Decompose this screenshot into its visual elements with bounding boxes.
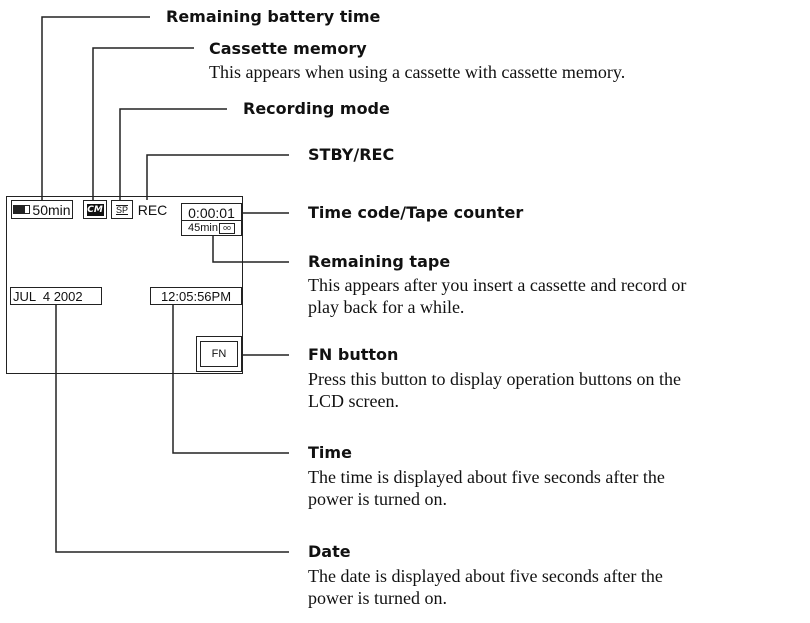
battery-value: 50min [32,201,71,218]
recording-mode-leader [119,108,227,206]
cassette-memory-indicator: CM [83,200,107,219]
recording-mode-title: Recording mode [243,99,390,118]
fn-button-face: FN [200,341,238,367]
fn-button[interactable]: FN [196,336,242,372]
battery-icon [13,205,31,214]
date-indicator: JUL 4 2002 [10,287,102,305]
date-value: JUL 4 2002 [13,288,83,304]
time-desc-2: power is turned on. [308,489,447,509]
cassette-memory-leader [92,47,194,206]
time-code-title: Time code/Tape counter [308,203,524,222]
time-value: 12:05:56PM [160,288,232,304]
remaining-tape-desc-1: This appears after you insert a cassette… [308,275,687,295]
remaining-tape-desc-2: play back for a while. [308,297,465,317]
remaining-tape-title: Remaining tape [308,252,451,271]
remaining-tape-leader [212,236,289,263]
fn-button-title: FN button [308,345,399,364]
cassette-memory-desc: This appears when using a cassette with … [209,62,626,82]
stby-rec-value: REC [137,201,168,218]
date-desc-2: power is turned on. [308,588,447,608]
time-title: Time [308,443,352,462]
recording-mode-value: SP [115,204,128,215]
battery-title: Remaining battery time [166,7,381,26]
fn-button-desc-2: LCD screen. [308,391,399,411]
battery-leader [41,16,150,206]
cassette-memory-icon: CM [86,203,104,216]
timecode-value: 0:00:01 [188,204,235,221]
cassette-memory-title: Cassette memory [209,39,367,58]
time-desc-1: The time is displayed about five seconds… [308,467,665,487]
remaining-tape-value: 45min [188,222,218,234]
date-desc-1: The date is displayed about five seconds… [308,566,663,586]
stby-rec-indicator: REC [134,200,171,219]
remaining-tape-indicator: 45min oo [181,220,242,236]
cassette-tape-icon: oo [218,222,235,234]
date-title: Date [308,542,351,561]
stby-rec-title: STBY/REC [308,145,395,164]
fn-label: FN [211,348,227,360]
recording-mode-indicator: SP [111,200,133,219]
date-leader [55,304,289,553]
stby-rec-leader [146,154,289,206]
battery-indicator: 50min [11,200,73,219]
fn-button-desc-1: Press this button to display operation b… [308,369,681,389]
lcd-screen [6,196,243,374]
time-indicator: 12:05:56PM [150,287,242,305]
time-leader [172,304,289,454]
